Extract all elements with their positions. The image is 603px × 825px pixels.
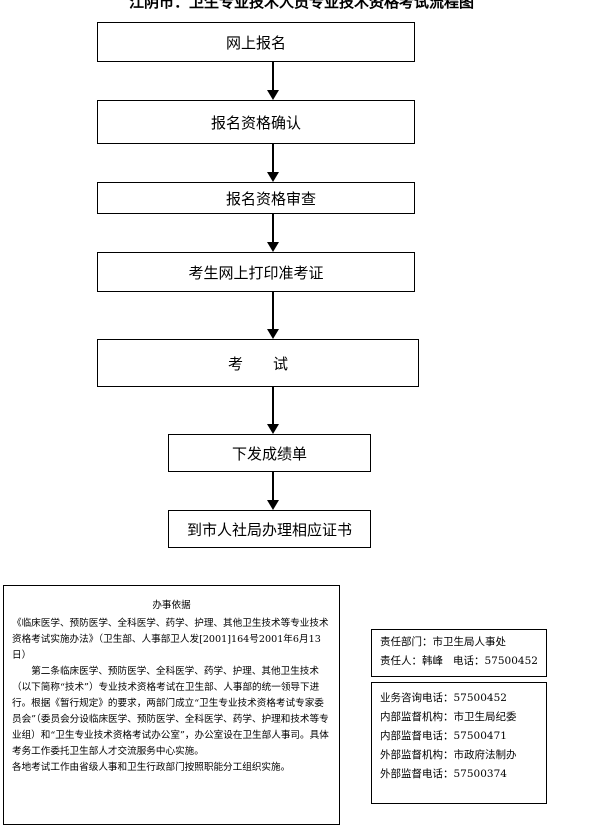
step-label: 下发成绩单 [231, 444, 307, 463]
basis-paragraph-1: 《临床医学、预防医学、全科医学、药学、护理、其他卫生技术等专业技术资格考试实施办… [12, 618, 329, 661]
arrow-down-icon [267, 292, 279, 339]
step-issue-score-report: 下发成绩单 [168, 434, 371, 472]
step-print-admission-ticket: 考生网上打印准考证 [97, 252, 415, 292]
contact-label: 内部监督机构： [380, 711, 454, 723]
responsible-person-row: 责任人：韩峰电话：57500452 [380, 652, 538, 671]
department-value: 市卫生局人事处 [432, 636, 507, 648]
contacts-box: 业务咨询电话：57500452 内部监督机构：市卫生局纪委 内部监督电话：575… [371, 682, 547, 804]
arrow-down-icon [267, 62, 279, 100]
step-label: 考生网上打印准考证 [188, 263, 324, 282]
arrow-down-icon [267, 144, 279, 182]
step-qualification-review: 报名资格审查 [97, 182, 415, 214]
step-label: 考 试 [227, 354, 288, 373]
basis-heading: 办事依据 [152, 600, 191, 611]
phone-value: 57500452 [484, 655, 538, 667]
legal-basis-box: 办事依据 《临床医学、预防医学、全科医学、药学、护理、其他卫生技术等专业技术资格… [3, 585, 340, 825]
contact-label: 业务咨询电话： [380, 692, 454, 704]
contact-row: 外部监督机构：市政府法制办 [380, 746, 538, 765]
responsibility-box: 责任部门：市卫生局人事处 责任人：韩峰电话：57500452 [371, 629, 547, 677]
contact-value: 市政府法制办 [453, 749, 517, 761]
contact-value: 57500471 [453, 730, 507, 742]
flowchart-title: 江阴市：卫生专业技术人员专业技术资格考试流程图 [128, 0, 474, 11]
step-online-registration: 网上报名 [97, 22, 415, 62]
person-value: 韩峰 [422, 655, 443, 667]
step-label: 报名资格审查 [225, 189, 316, 208]
contact-row: 业务咨询电话：57500452 [380, 689, 538, 708]
contact-row: 外部监督电话：57500374 [380, 765, 538, 784]
responsible-department-row: 责任部门：市卫生局人事处 [380, 633, 538, 652]
step-obtain-certificate: 到市人社局办理相应证书 [168, 510, 371, 548]
step-examination: 考 试 [97, 339, 419, 387]
step-qualification-confirm: 报名资格确认 [97, 100, 415, 144]
basis-paragraph-3: 各地考试工作由省级人事和卫生行政部门按照职能分工组织实施。 [12, 762, 291, 773]
basis-paragraph-2: 第二条临床医学、预防医学、全科医学、药学、护理、其他卫生技术（以下简称“技术”）… [12, 666, 329, 757]
step-label: 报名资格确认 [210, 113, 301, 132]
step-label: 到市人社局办理相应证书 [186, 520, 352, 539]
contact-value: 57500374 [453, 768, 507, 780]
contact-label: 外部监督机构： [380, 749, 454, 761]
arrow-down-icon [267, 214, 279, 252]
contact-value: 市卫生局纪委 [453, 711, 517, 723]
arrow-down-icon [267, 472, 279, 510]
contact-label: 内部监督电话： [380, 730, 454, 742]
person-label: 责任人： [380, 655, 422, 667]
contact-value: 57500452 [453, 692, 507, 704]
contact-label: 外部监督电话： [380, 768, 454, 780]
arrow-down-icon [267, 387, 279, 434]
phone-label: 电话： [453, 655, 485, 667]
contact-row: 内部监督机构：市卫生局纪委 [380, 708, 538, 727]
contact-row: 内部监督电话：57500471 [380, 727, 538, 746]
department-label: 责任部门： [380, 636, 433, 648]
step-label: 网上报名 [225, 33, 286, 52]
